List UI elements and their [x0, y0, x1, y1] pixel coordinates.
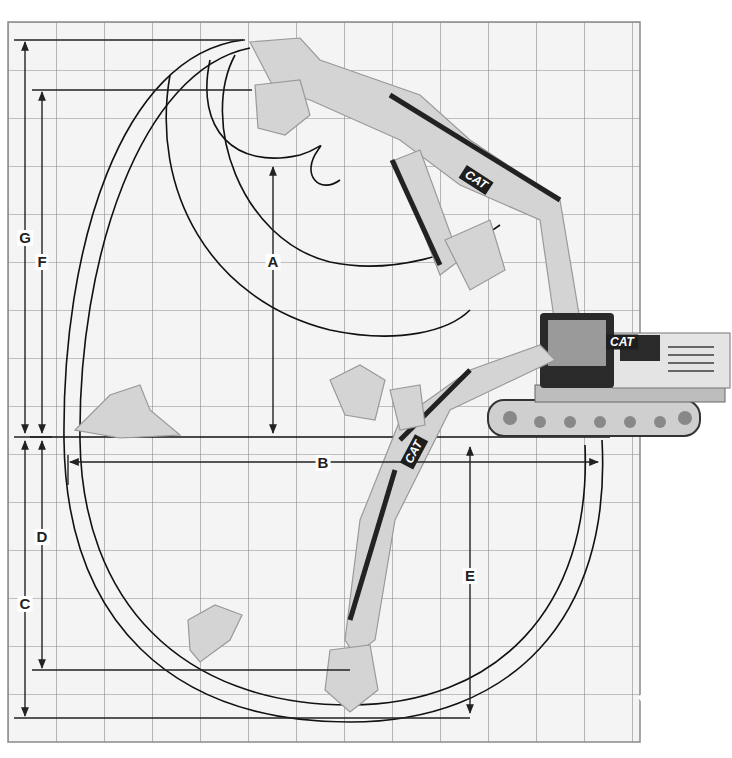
excavator-lowered — [325, 345, 555, 712]
dimension-lines — [14, 40, 598, 718]
dimension-letter: E — [463, 568, 477, 584]
brand-logo: CAT — [606, 335, 638, 350]
dimension-letter: D — [35, 529, 50, 545]
dimension-letter: A — [266, 254, 281, 270]
watermark-stroke — [640, 660, 700, 700]
dimension-letter: C — [18, 596, 33, 612]
bucket-positions — [75, 365, 425, 662]
dimension-letter: F — [35, 254, 48, 270]
dimension-letter: B — [316, 455, 331, 471]
excavator-raised — [250, 38, 580, 325]
grid-ground — [8, 22, 640, 742]
envelope-curves — [64, 40, 603, 722]
dimension-letter: G — [17, 230, 33, 246]
grid — [8, 22, 640, 742]
